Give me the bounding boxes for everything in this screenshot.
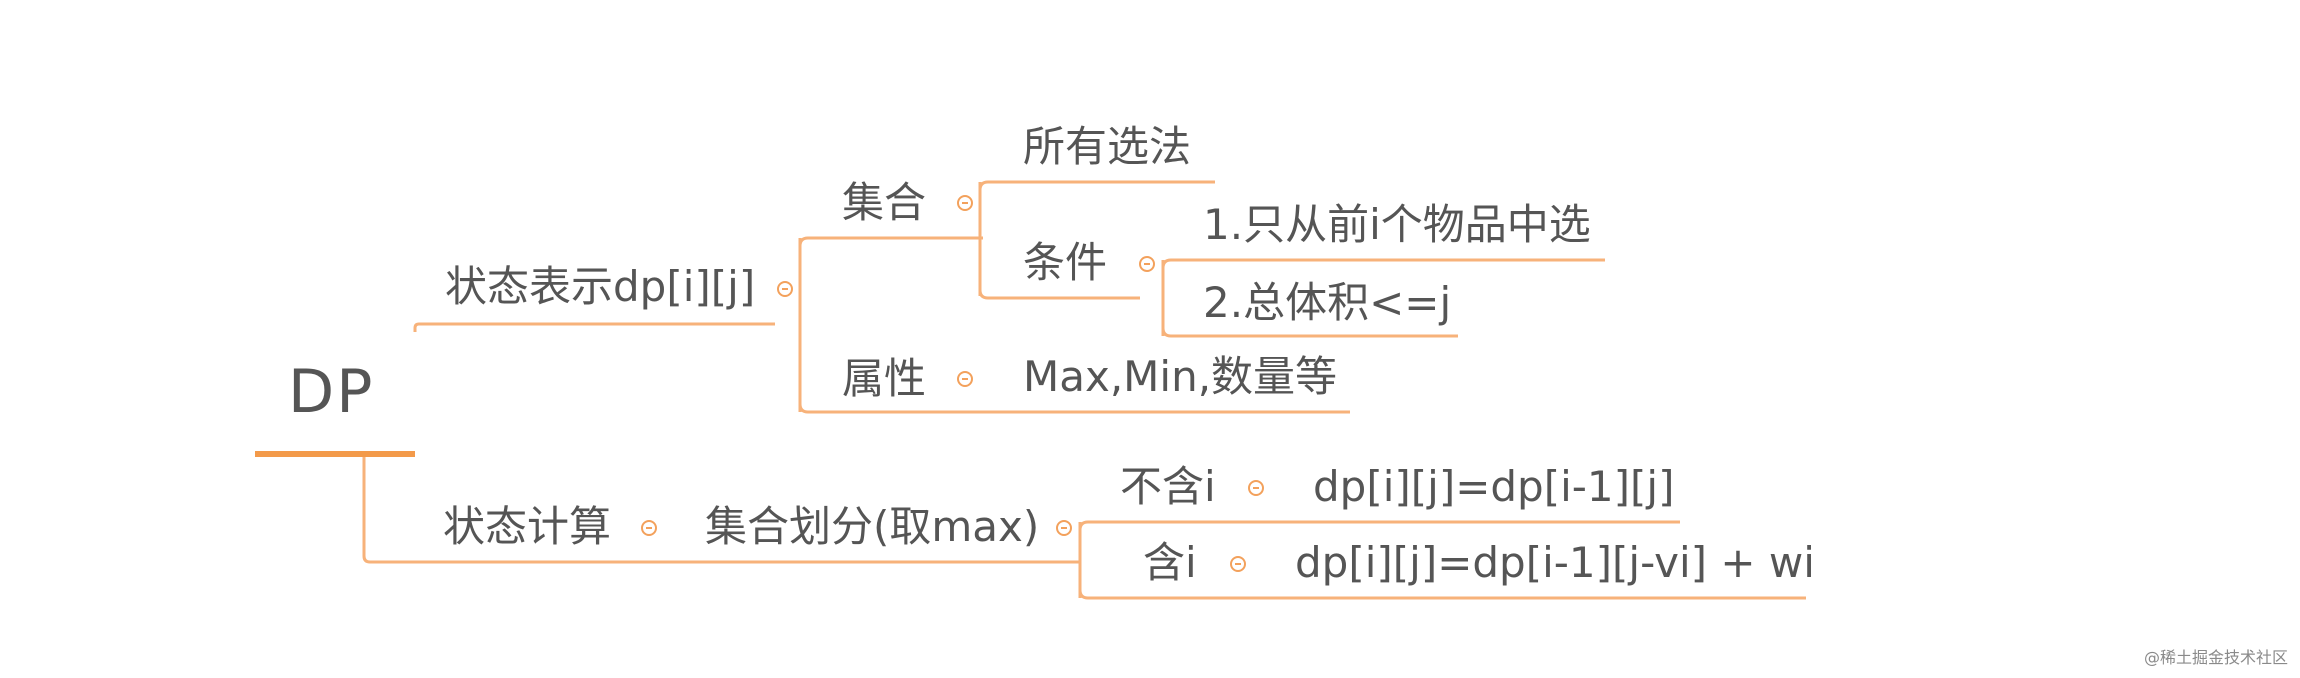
collapse-state-calc-icon[interactable] [641, 520, 657, 536]
connector-state-repr-attribute [798, 238, 1350, 414]
collapse-include-icon[interactable] [1230, 556, 1246, 572]
collapse-set-icon[interactable] [957, 195, 973, 211]
connector-set-condition [978, 182, 1140, 300]
collapse-set-partition-icon[interactable] [1056, 520, 1072, 536]
connector-root-state-repr [413, 322, 775, 332]
node-condition[interactable]: 条件 [1023, 238, 1108, 287]
collapse-attribute-icon[interactable] [957, 371, 973, 387]
collapse-state-repr-icon[interactable] [777, 281, 793, 297]
node-condition-2[interactable]: 2.总体积<=j [1203, 278, 1452, 327]
connector-condition-cond2 [1161, 260, 1458, 338]
collapse-not-include-icon[interactable] [1248, 480, 1264, 496]
node-attribute[interactable]: 属性 [842, 354, 927, 403]
connector-root-state-calc [362, 457, 1079, 564]
node-not-include-i[interactable]: 不含i [1120, 462, 1216, 511]
node-attribute-value[interactable]: Max,Min,数量等 [1023, 352, 1338, 401]
node-include-formula[interactable]: dp[i][j]=dp[i-1][j-vi] + wi [1295, 538, 1815, 587]
node-all-choices[interactable]: 所有选法 [1023, 122, 1192, 171]
node-include-i[interactable]: 含i [1143, 538, 1197, 587]
node-set-partition[interactable]: 集合划分(取max) [705, 502, 1040, 551]
watermark-text: @稀土掘金技术社区 [2143, 648, 2288, 667]
node-state-calculation[interactable]: 状态计算 [443, 502, 612, 551]
node-state-representation[interactable]: 状态表示dp[i][j] [445, 262, 756, 311]
node-condition-1[interactable]: 1.只从前i个物品中选 [1203, 200, 1591, 249]
node-not-include-formula[interactable]: dp[i][j]=dp[i-1][j] [1313, 462, 1675, 511]
node-set[interactable]: 集合 [842, 178, 927, 227]
root-node-dp[interactable]: DP [288, 357, 375, 427]
connector-partition-include [1078, 522, 1806, 600]
collapse-condition-icon[interactable] [1139, 256, 1155, 272]
